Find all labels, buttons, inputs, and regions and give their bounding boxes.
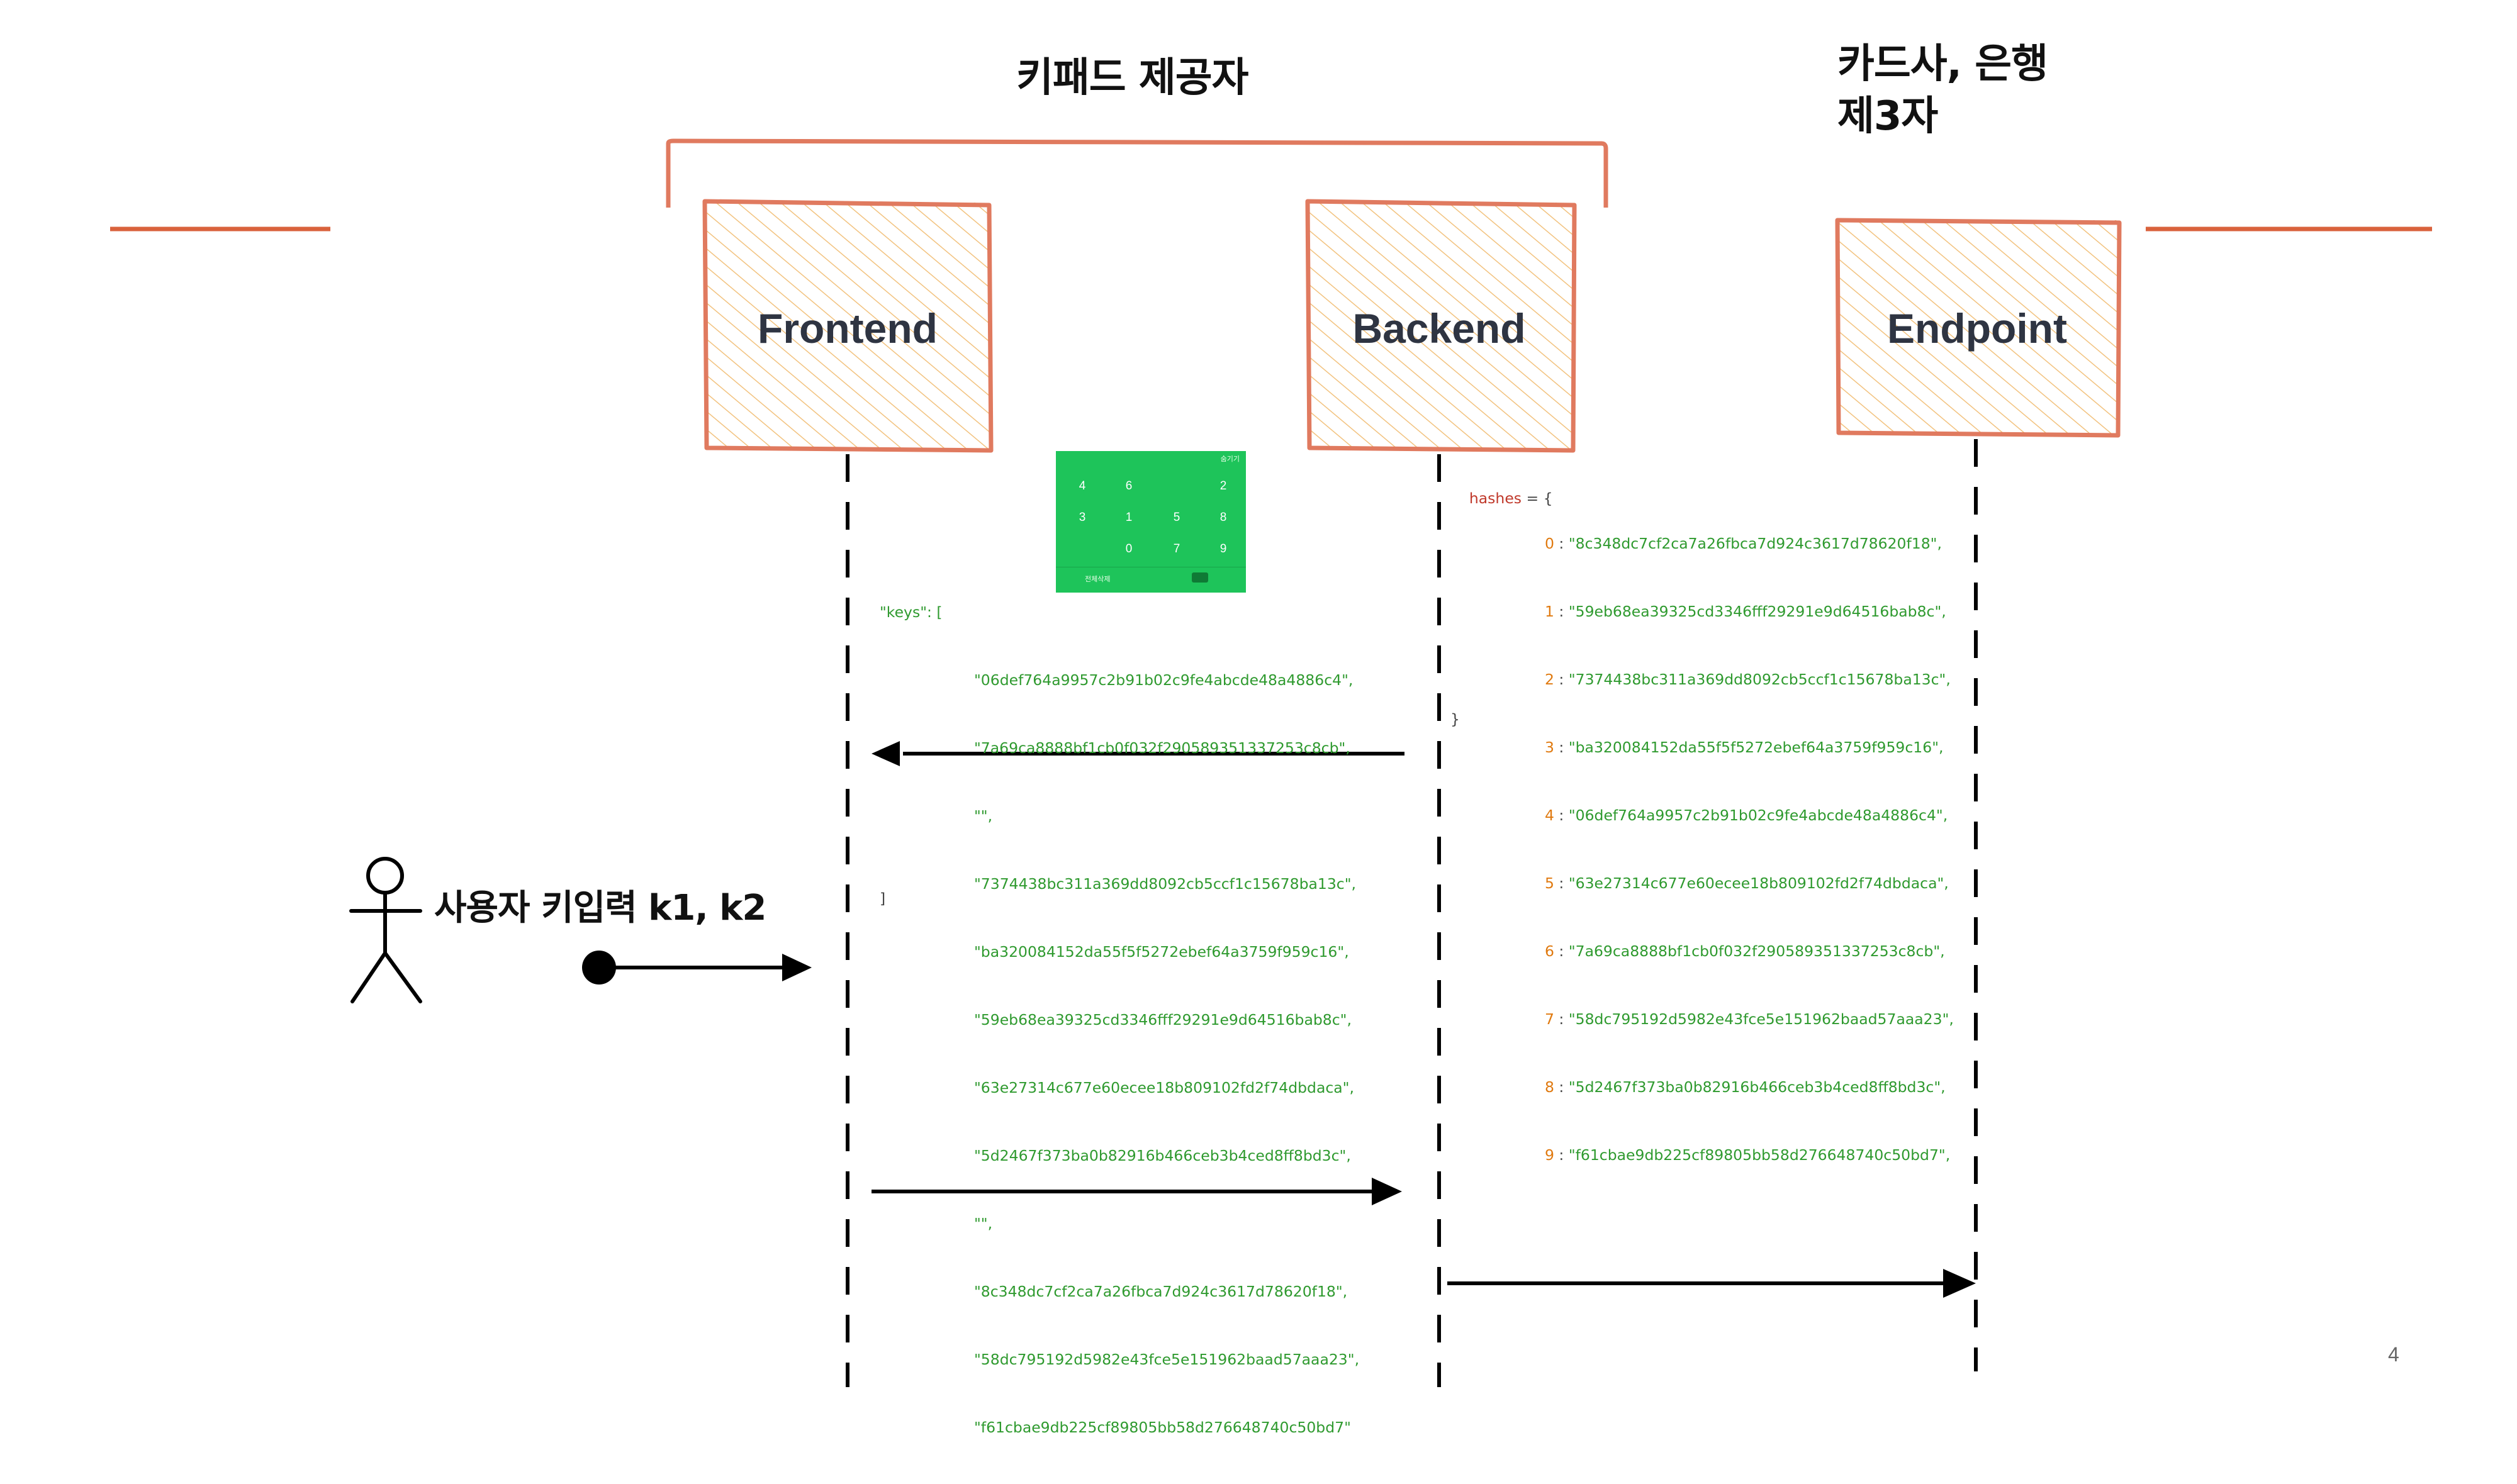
hashes-json-item: 0 : "8c348dc7cf2ca7a26fbca7d924c3617d786… xyxy=(1545,535,1942,552)
hashes-open-brace: = { xyxy=(1522,489,1553,507)
hashes-json-item: 1 : "59eb68ea39325cd3346fff29291e9d64516… xyxy=(1545,603,1946,620)
hashes-json-item: 9 : "f61cbae9db225cf89805bb58d276648740c… xyxy=(1545,1146,1951,1164)
keypad-provider-bracket xyxy=(666,138,1608,208)
keypad-key: 2 xyxy=(1219,479,1227,493)
keypad-key: 0 xyxy=(1125,542,1133,555)
hashes-json-close: } xyxy=(1450,710,1460,728)
backend-to-frontend-arrow xyxy=(872,741,1404,766)
frontend-to-backend-arrow xyxy=(872,1178,1402,1205)
third-party-title-line1: 카드사, 은행 xyxy=(1837,41,2048,87)
keypad-key: 6 xyxy=(1125,479,1133,493)
hashes-json-item: 6 : "7a69ca8888bf1cb0f032f29058935133725… xyxy=(1545,942,1945,960)
endpoint-label: Endpoint xyxy=(1887,305,2067,352)
keypad-image: 숨기기 4 6 2 3 1 5 8 0 7 9 전체삭제 xyxy=(1056,451,1246,593)
hashes-json-item: 4 : "06def764a9957c2b91b02c9fe4abcde48a4… xyxy=(1545,806,1948,824)
user-input-arrow xyxy=(582,951,812,985)
hashes-json-open: hashes = { xyxy=(1450,464,1553,532)
hashes-json-item: 2 : "7374438bc311a369dd8092cb5ccf1c15678… xyxy=(1545,671,1951,688)
keypad-provider-title: 키패드 제공자 xyxy=(1016,55,1249,101)
keypad-key: 9 xyxy=(1219,542,1227,555)
user-input-label: 사용자 키입력 k1, k2 xyxy=(434,888,766,929)
hashes-json-items: 0 : "8c348dc7cf2ca7a26fbca7d924c3617d786… xyxy=(1545,487,1954,1212)
keys-json-items: "06def764a9957c2b91b02c9fe4abcde48a4886c… xyxy=(974,623,1359,1484)
hashes-json-item: 3 : "ba320084152da55f5f5272ebef64a3759f9… xyxy=(1545,739,1944,756)
sequence-diagram xyxy=(110,138,2432,1387)
keys-json-close: ] xyxy=(880,890,886,907)
frontend-box xyxy=(702,199,994,453)
keys-json-item: "8c348dc7cf2ca7a26fbca7d924c3617d78620f1… xyxy=(974,1283,1348,1300)
hashes-json-block: hashes = { 0 : "8c348dc7cf2ca7a26fbca7d9… xyxy=(1450,464,1966,1164)
keypad-key: 4 xyxy=(1079,479,1086,493)
backend-label: Backend xyxy=(1352,305,1526,352)
keys-json-item: "", xyxy=(974,807,993,825)
keypad-bottom-row: 전체삭제 xyxy=(1056,567,1246,593)
keys-json-item: "5d2467f373ba0b82916b466ceb3b4ced8ff8bd3… xyxy=(974,1147,1351,1164)
keys-json-item: "ba320084152da55f5f5272ebef64a3759f959c1… xyxy=(974,943,1349,961)
backend-box xyxy=(1305,199,1577,453)
keypad-key: 7 xyxy=(1173,542,1180,555)
keys-json-open: "keys": [ xyxy=(880,603,943,621)
keys-json-item: "f61cbae9db225cf89805bb58d276648740c50bd… xyxy=(974,1419,1351,1436)
keys-json-item: "7374438bc311a369dd8092cb5ccf1c15678ba13… xyxy=(974,875,1357,893)
page-number: 4 xyxy=(2388,1343,2399,1366)
keypad-key: 5 xyxy=(1173,511,1180,524)
hashes-json-item: 7 : "58dc795192d5982e43fce5e151962baad57… xyxy=(1545,1010,1954,1028)
hashes-json-item: 8 : "5d2467f373ba0b82916b466ceb3b4ced8ff… xyxy=(1545,1078,1946,1096)
keypad-reset-label: 전체삭제 xyxy=(1085,575,1111,583)
keys-json-block: "keys": [ "06def764a9957c2b91b02c9fe4abc… xyxy=(880,601,1371,1436)
keypad-key: 8 xyxy=(1219,511,1227,524)
endpoint-box xyxy=(1835,218,2122,438)
keypad-key: 3 xyxy=(1079,511,1086,524)
backend-to-endpoint-arrow xyxy=(1447,1269,1976,1298)
keypad-hide-label: 숨기기 xyxy=(1220,455,1240,463)
frontend-label: Frontend xyxy=(758,305,938,352)
user-stick-figure xyxy=(349,857,422,1003)
hashes-key: hashes xyxy=(1469,489,1522,507)
hashes-json-item: 5 : "63e27314c677e60ecee18b809102fd2f74d… xyxy=(1545,874,1949,892)
third-party-title-line2: 제3자 xyxy=(1837,93,1938,140)
keys-json-item: "63e27314c677e60ecee18b809102fd2f74dbdac… xyxy=(974,1079,1354,1096)
backspace-icon xyxy=(1192,572,1208,583)
keys-json-item: "7a69ca8888bf1cb0f032f290589351337253c8c… xyxy=(974,739,1350,757)
keys-json-item: "59eb68ea39325cd3346fff29291e9d64516bab8… xyxy=(974,1011,1352,1029)
keys-json-item: "", xyxy=(974,1215,993,1232)
keys-json-item: "58dc795192d5982e43fce5e151962baad57aaa2… xyxy=(974,1351,1360,1368)
keys-json-item: "06def764a9957c2b91b02c9fe4abcde48a4886c… xyxy=(974,671,1354,689)
keypad-key: 1 xyxy=(1125,511,1133,524)
